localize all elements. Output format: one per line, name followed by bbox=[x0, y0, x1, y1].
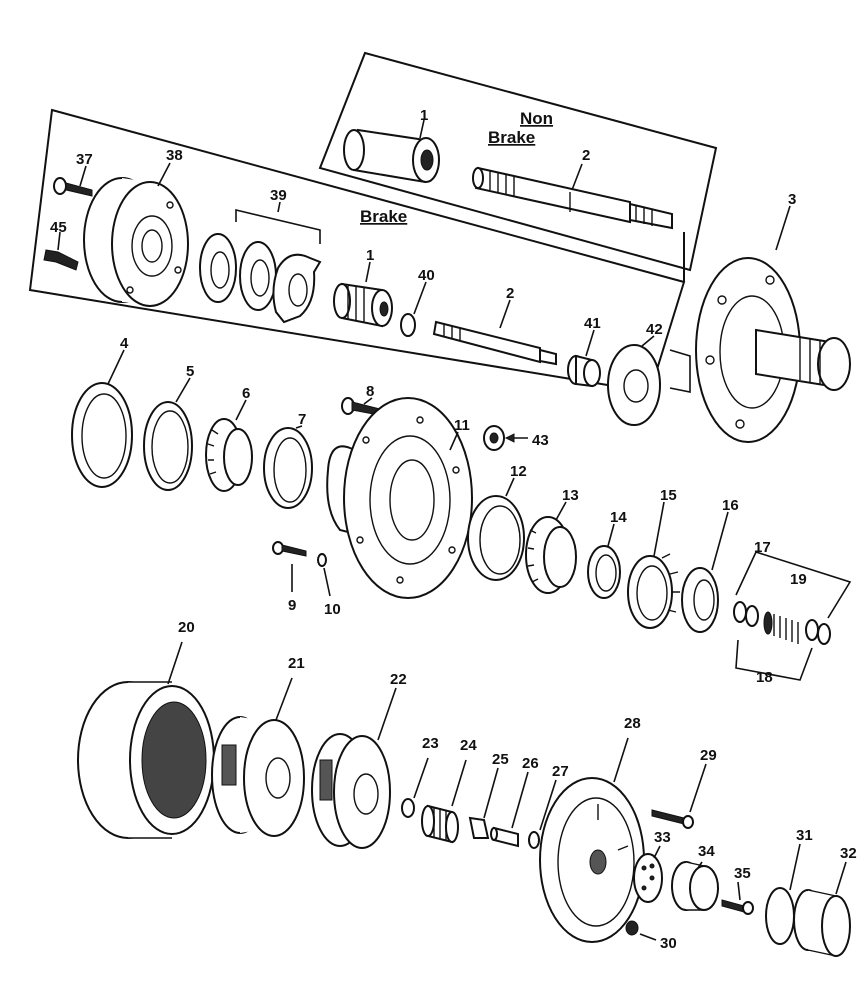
part-37-bolt bbox=[53, 177, 93, 197]
non-brake-box bbox=[318, 51, 718, 272]
callout-16: 16 bbox=[722, 497, 739, 514]
callout-7: 7 bbox=[298, 411, 306, 428]
part-27-ring bbox=[528, 831, 540, 849]
part-11-hub bbox=[326, 397, 473, 599]
callout-32: 32 bbox=[840, 845, 857, 862]
part-1-sleeve-nonbrake bbox=[343, 128, 440, 184]
part-38-brake-housing bbox=[83, 177, 189, 307]
callout-15: 15 bbox=[660, 487, 677, 504]
part-13-bearing bbox=[525, 516, 577, 594]
part-7-race bbox=[263, 427, 313, 509]
callout-19: 19 bbox=[790, 571, 807, 588]
callout-14: 14 bbox=[610, 509, 627, 526]
callout-40: 40 bbox=[418, 267, 435, 284]
part-16-nut bbox=[681, 567, 719, 633]
part-15-lockwasher bbox=[627, 553, 680, 629]
part-9-screw bbox=[272, 541, 307, 557]
callout-21: 21 bbox=[288, 655, 305, 672]
callout-17: 17 bbox=[754, 539, 771, 556]
callout-6: 6 bbox=[242, 385, 250, 402]
callout-30: 30 bbox=[660, 935, 677, 952]
callout-33: 33 bbox=[654, 829, 671, 846]
part-5-ring bbox=[143, 401, 193, 491]
part-21-carrier bbox=[211, 716, 305, 837]
callout-31: 31 bbox=[796, 827, 813, 844]
callout-20: 20 bbox=[178, 619, 195, 636]
part-1-hub-brake bbox=[333, 282, 393, 328]
callout-12: 12 bbox=[510, 463, 527, 480]
part-3-spindle bbox=[695, 257, 851, 443]
part-40-ring bbox=[400, 313, 416, 337]
brake-title: Brake bbox=[360, 207, 407, 226]
part-17-19-spring-group bbox=[733, 551, 852, 681]
part-24-gear bbox=[421, 804, 459, 844]
callout-18: 18 bbox=[756, 669, 773, 686]
part-20-ring-gear bbox=[77, 681, 215, 839]
callout-1a: 1 bbox=[420, 107, 428, 124]
part-30-plug bbox=[625, 920, 657, 941]
callout-26: 26 bbox=[522, 755, 539, 772]
callout-35: 35 bbox=[734, 865, 751, 882]
callout-5: 5 bbox=[186, 363, 194, 380]
callout-4: 4 bbox=[120, 335, 129, 352]
part-29-bolt bbox=[651, 809, 694, 829]
callout-25: 25 bbox=[492, 751, 509, 768]
part-22-carrier bbox=[311, 733, 391, 849]
part-26-pin bbox=[490, 826, 519, 848]
callout-13: 13 bbox=[562, 487, 579, 504]
part-12-race bbox=[467, 495, 525, 581]
part-23-ring bbox=[401, 798, 415, 818]
part-28-cover bbox=[539, 777, 645, 943]
callout-23: 23 bbox=[422, 735, 439, 752]
callout-labels: 1 2 3 37 38 39 45 1 40 2 41 42 4 5 6 7 8… bbox=[50, 107, 857, 952]
leader-lines bbox=[57, 119, 847, 901]
part-14-washer bbox=[587, 545, 621, 599]
callout-10: 10 bbox=[324, 601, 341, 618]
callout-1b: 1 bbox=[366, 247, 374, 264]
callout-24: 24 bbox=[460, 737, 477, 754]
callout-27: 27 bbox=[552, 763, 569, 780]
part-41-sleeve bbox=[567, 354, 601, 388]
part-6-bearing bbox=[205, 418, 253, 492]
callout-37: 37 bbox=[76, 151, 93, 168]
part-33-plate bbox=[633, 853, 663, 903]
callout-41: 41 bbox=[584, 315, 601, 332]
callout-9: 9 bbox=[288, 597, 296, 614]
callout-28: 28 bbox=[624, 715, 641, 732]
part-10-washer bbox=[317, 553, 327, 567]
callout-34: 34 bbox=[698, 843, 715, 860]
part-43-nut bbox=[483, 425, 528, 451]
callout-45: 45 bbox=[50, 219, 67, 236]
part-34-cap bbox=[671, 861, 719, 911]
callout-38: 38 bbox=[166, 147, 183, 164]
callout-39: 39 bbox=[270, 187, 287, 204]
part-2-shaft-nonbrake bbox=[472, 166, 673, 230]
non-brake-title-line1: Non bbox=[520, 109, 553, 128]
part-4-seal bbox=[71, 382, 133, 488]
callout-3: 3 bbox=[788, 191, 796, 208]
callout-22: 22 bbox=[390, 671, 407, 688]
non-brake-title-line2: Brake bbox=[488, 128, 535, 147]
part-2-shaft-brake bbox=[432, 320, 557, 366]
part-42-plate bbox=[607, 344, 661, 426]
part-31-ring bbox=[765, 887, 795, 945]
callout-43: 43 bbox=[532, 432, 549, 449]
part-45-fitting bbox=[43, 249, 79, 271]
callout-2a: 2 bbox=[582, 147, 590, 164]
part-35-bolt bbox=[721, 899, 754, 915]
part-39-discs bbox=[199, 233, 322, 324]
callout-29: 29 bbox=[700, 747, 717, 764]
part-25-cap bbox=[468, 816, 490, 839]
callout-8: 8 bbox=[366, 383, 374, 400]
spindle-bracket bbox=[669, 349, 691, 393]
callout-11: 11 bbox=[454, 417, 470, 434]
callout-42: 42 bbox=[646, 321, 663, 338]
part-32-cover bbox=[793, 889, 851, 957]
callout-2b: 2 bbox=[506, 285, 514, 302]
